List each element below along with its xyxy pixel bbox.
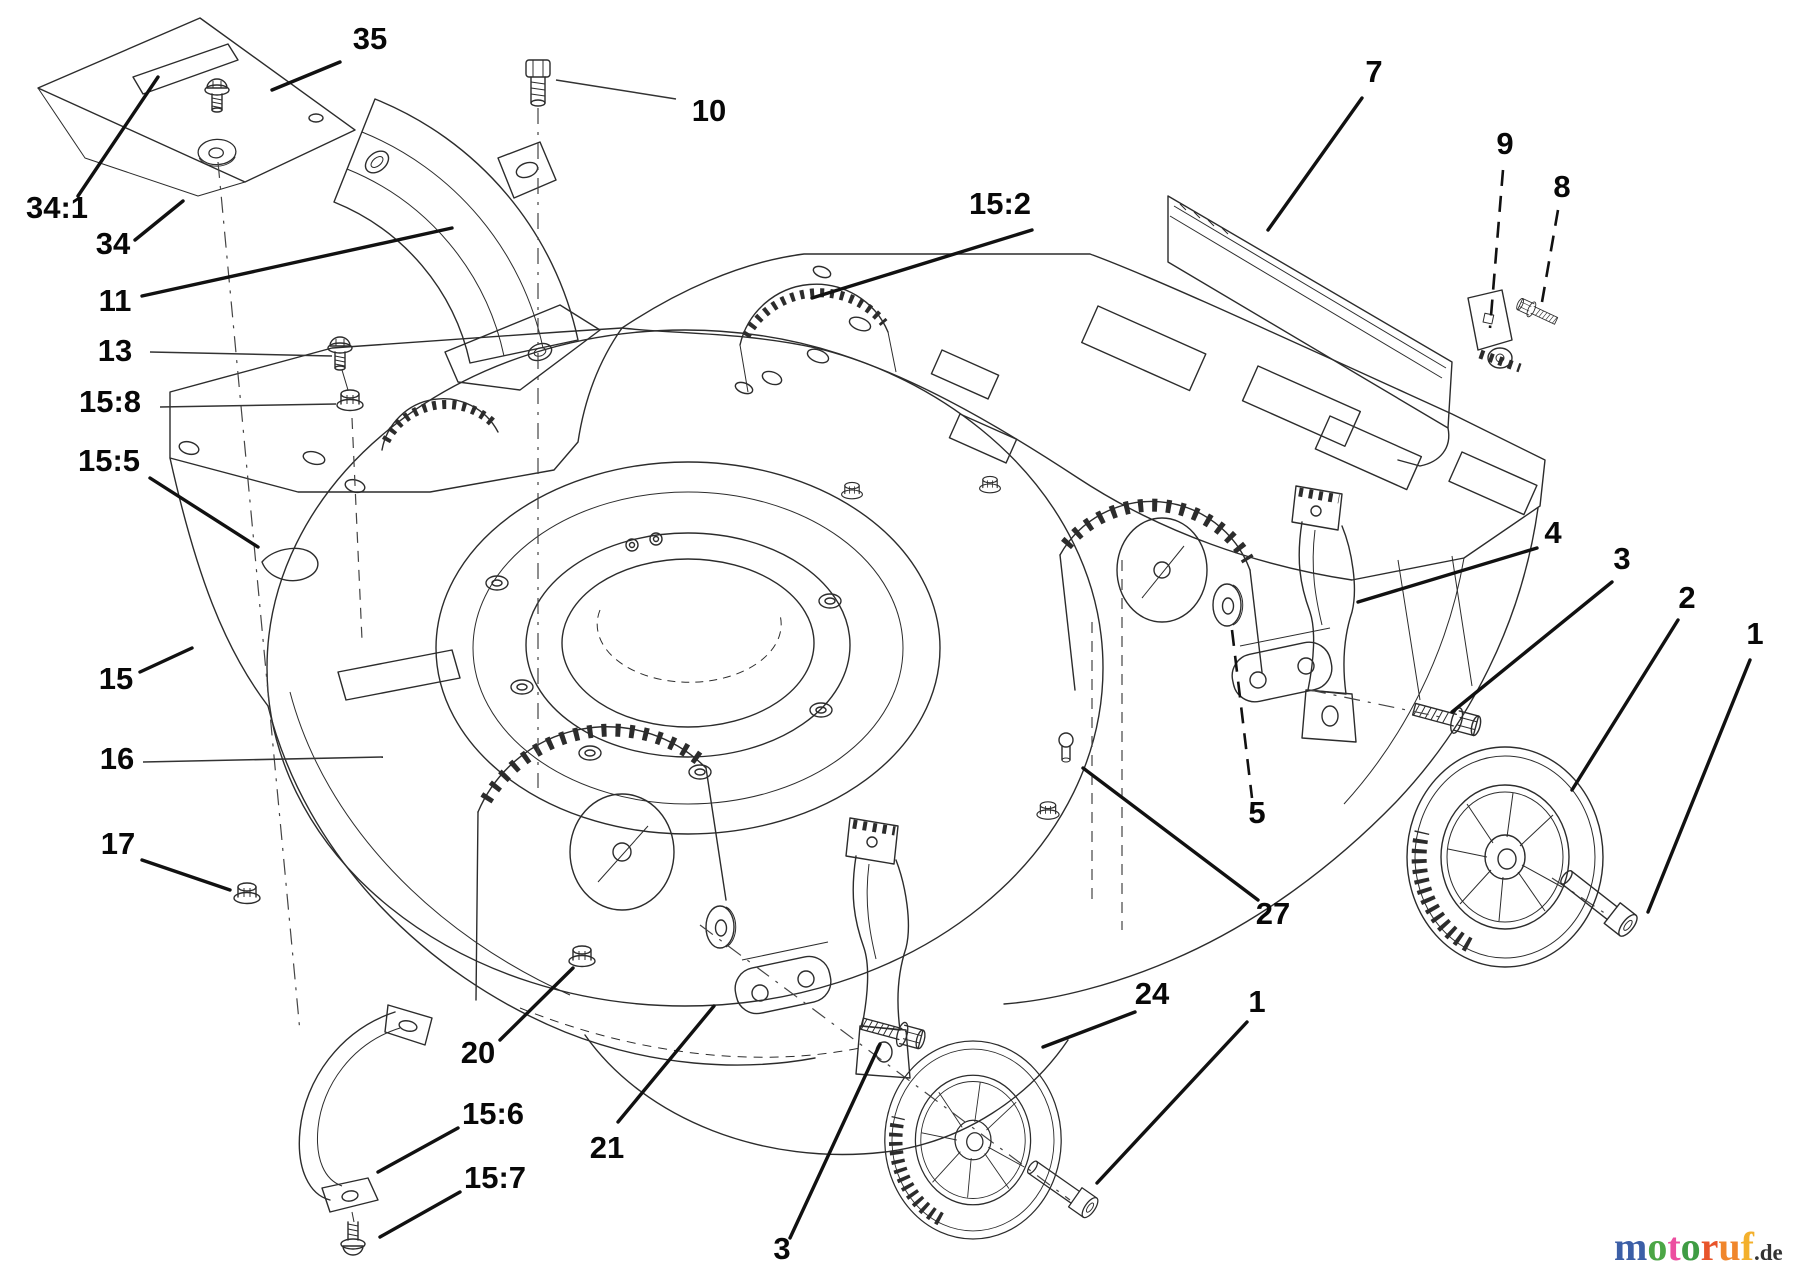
washer-5 <box>1212 583 1244 627</box>
wheel-arch-rear-left <box>381 398 499 451</box>
part-label-15-7: 15:7 <box>464 1160 526 1195</box>
part-label-10: 10 <box>692 93 726 128</box>
logo-letter-f: f <box>1741 1224 1755 1269</box>
part-label-34: 34 <box>96 226 131 261</box>
leader-lines <box>76 60 1752 1240</box>
part-label-20: 20 <box>461 1035 495 1070</box>
bolt-3-bottom <box>857 1011 929 1053</box>
adjuster-lever-4 <box>1291 485 1357 743</box>
wheel-arch-front-right <box>1059 498 1263 691</box>
wheel-arch-front-left <box>475 723 727 1001</box>
part-label-35: 35 <box>353 21 387 56</box>
logo-suffix: .de <box>1754 1240 1783 1265</box>
part-label-27: 27 <box>1256 896 1290 931</box>
part-label-13: 13 <box>98 333 132 368</box>
logo-letter-u: u <box>1718 1224 1740 1269</box>
wheel-arch-rear-center <box>739 283 897 393</box>
logo-letter-o1: o <box>1647 1224 1667 1269</box>
part-label-24: 24 <box>1135 976 1170 1011</box>
adjuster-link-21 <box>734 941 832 1015</box>
carriage-bolt-10 <box>525 59 551 107</box>
part-label-1-bottom: 1 <box>1248 984 1265 1019</box>
motoruf-logo: motoruf.de <box>1614 1224 1783 1269</box>
mower-deck-housing <box>169 253 1546 1156</box>
screw-13 <box>327 336 353 371</box>
plate-washer <box>197 138 238 168</box>
part-label-21: 21 <box>590 1130 624 1165</box>
discharge-chute-cover-11 <box>333 98 601 391</box>
part-label-3-right: 3 <box>1613 541 1630 576</box>
part-label-4: 4 <box>1544 515 1562 550</box>
part-label-11: 11 <box>99 283 132 318</box>
part-label-5: 5 <box>1248 795 1265 830</box>
part-label-1-right: 1 <box>1746 616 1763 651</box>
scraper-bar-7 <box>1167 195 1453 467</box>
part-label-15-2: 15:2 <box>969 186 1031 221</box>
bolt-3-right <box>1410 695 1484 741</box>
nut-27 <box>1036 801 1060 820</box>
part-label-3-bottom: 3 <box>773 1231 790 1266</box>
part-label-15-5: 15:5 <box>78 443 140 478</box>
part-label-17: 17 <box>101 826 135 861</box>
strap-15-6 <box>298 1004 433 1213</box>
part-label-34-1: 34:1 <box>26 190 88 225</box>
centerline-plate-screw <box>217 161 301 1033</box>
centerline-right-fasteners <box>1091 560 1123 930</box>
adjuster-lever-bottom <box>845 817 911 1079</box>
wheel-2 <box>1407 747 1603 967</box>
axle-bolt-1-right <box>1555 864 1641 940</box>
adjuster-link-right <box>1231 627 1333 703</box>
plate-screw <box>204 78 230 113</box>
bolt-27 <box>1058 732 1074 763</box>
locknut-17 <box>233 882 261 905</box>
bracket-9 <box>1467 289 1522 373</box>
part-label-16: 16 <box>100 741 134 776</box>
locknut-15-8 <box>336 389 364 412</box>
part-label-8: 8 <box>1553 169 1570 204</box>
part-label-15-8: 15:8 <box>79 384 141 419</box>
logo-letter-m: m <box>1614 1224 1647 1269</box>
bolt-8 <box>1514 295 1560 329</box>
wheel-24 <box>885 1041 1061 1239</box>
part-label-7: 7 <box>1365 54 1382 89</box>
part-label-15-6: 15:6 <box>462 1096 524 1131</box>
logo-letter-r: r <box>1701 1224 1719 1269</box>
part-label-15: 15 <box>99 661 133 696</box>
deflector-plate-34 <box>37 17 356 197</box>
logo-letter-t: t <box>1667 1224 1681 1269</box>
bolt-15-7 <box>340 1221 366 1256</box>
washer-front <box>705 905 737 949</box>
logo-letter-o2: o <box>1681 1224 1701 1269</box>
locknut-20 <box>568 945 596 968</box>
screw-13-axis <box>341 369 349 391</box>
part-label-2: 2 <box>1678 580 1695 615</box>
part-label-9: 9 <box>1496 126 1513 161</box>
